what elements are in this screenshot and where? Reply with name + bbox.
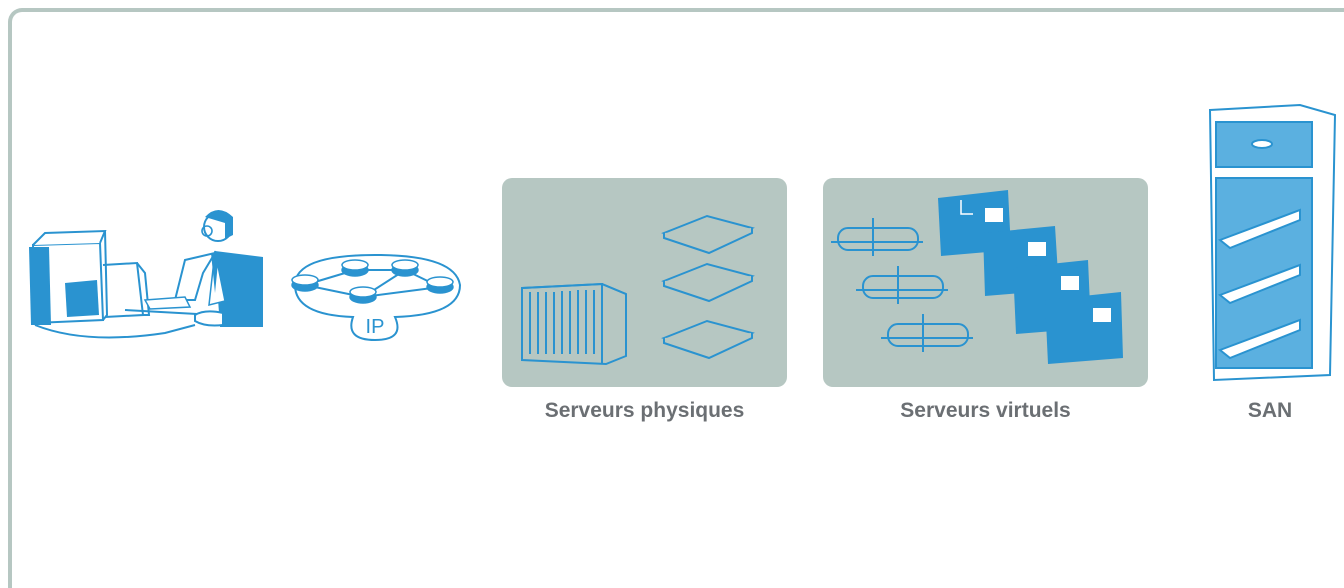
diagram-frame bbox=[8, 8, 1344, 588]
virtual-servers-icon bbox=[831, 190, 1123, 364]
physical-servers-icon bbox=[521, 214, 755, 366]
physical-servers-label: Serveurs physiques bbox=[544, 399, 745, 422]
san-label: SAN bbox=[1247, 399, 1293, 422]
ip-network-icon: IP bbox=[291, 253, 462, 342]
san-storage-icon bbox=[1208, 103, 1337, 382]
virtual-servers-label: Serveurs virtuels bbox=[900, 399, 1071, 422]
user-workstation-icon bbox=[29, 210, 263, 339]
ip-label: IP bbox=[366, 316, 385, 338]
